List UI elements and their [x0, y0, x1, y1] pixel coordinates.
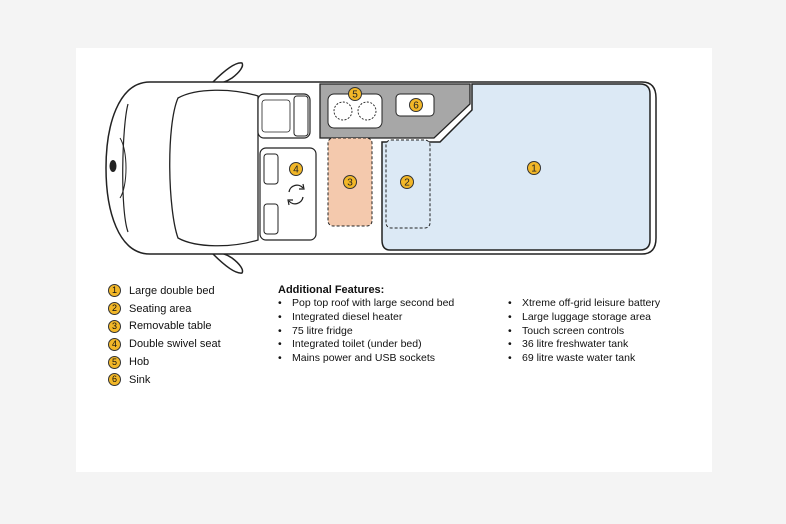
legend-label: Double swivel seat	[129, 338, 221, 351]
feature-item: Mains power and USB sockets	[278, 352, 454, 366]
legend-item: 1 Large double bed	[108, 282, 221, 300]
legend-item: 3 Removable table	[108, 318, 221, 336]
large-double-bed	[381, 83, 651, 251]
svg-text:3: 3	[347, 178, 353, 189]
legend-number: 5	[108, 355, 121, 369]
legend-label: Hob	[129, 356, 150, 369]
feature-item: 75 litre fridge	[278, 325, 454, 339]
badge-2: 2	[400, 175, 414, 189]
legend-label: Removable table	[129, 320, 212, 333]
badge-4: 4	[289, 162, 303, 176]
swivel-icon	[288, 184, 304, 193]
svg-text:1: 1	[531, 164, 537, 175]
legend-item: 5 Hob	[108, 353, 221, 371]
svg-text:4: 4	[293, 165, 299, 176]
grille-line	[119, 137, 127, 199]
windscreen	[169, 89, 259, 247]
feature-item: Integrated diesel heater	[278, 311, 454, 325]
svg-text:5: 5	[352, 90, 358, 101]
legend-item: 6 Sink	[108, 371, 221, 389]
front-badge	[109, 160, 117, 172]
features-list-left: Pop top roof with large second bed Integ…	[278, 297, 454, 366]
badge-5: 5	[348, 87, 362, 101]
badge-3: 3	[343, 175, 357, 189]
legend-item: 2 Seating area	[108, 300, 221, 318]
features-list-right: Xtreme off-grid leisure battery Large lu…	[508, 297, 660, 366]
badge-6: 6	[409, 98, 423, 112]
svg-text:6: 6	[413, 101, 419, 112]
feature-item: Large luggage storage area	[508, 311, 660, 325]
legend-label: Seating area	[129, 302, 192, 315]
legend: 1 Large double bed 2 Seating area 3 Removab…	[108, 282, 221, 389]
mirror-top	[212, 62, 244, 85]
legend-number: 2	[108, 302, 121, 316]
feature-item: Xtreme off-grid leisure battery	[508, 297, 660, 311]
double-swivel-seat	[259, 147, 317, 241]
svg-text:2: 2	[404, 178, 410, 189]
feature-item: Pop top roof with large second bed	[278, 297, 454, 311]
legend-number: 6	[108, 373, 121, 387]
feature-item: Integrated toilet (under bed)	[278, 338, 454, 352]
features-title: Additional Features:	[278, 284, 385, 296]
badge-1: 1	[527, 161, 541, 175]
legend-number: 4	[108, 337, 121, 351]
legend-number: 3	[108, 319, 121, 333]
driver-seat	[257, 93, 311, 139]
mirror-bottom	[212, 251, 244, 274]
legend-number: 1	[108, 284, 121, 298]
legend-label: Large double bed	[129, 284, 215, 297]
hob	[327, 93, 383, 129]
bonnet-line	[122, 103, 129, 233]
feature-item: 36 litre freshwater tank	[508, 338, 660, 352]
legend-label: Sink	[129, 373, 151, 386]
legend-item: 4 Double swivel seat	[108, 335, 221, 353]
feature-item: 69 litre waste water tank	[508, 352, 660, 366]
feature-item: Touch screen controls	[508, 325, 660, 339]
